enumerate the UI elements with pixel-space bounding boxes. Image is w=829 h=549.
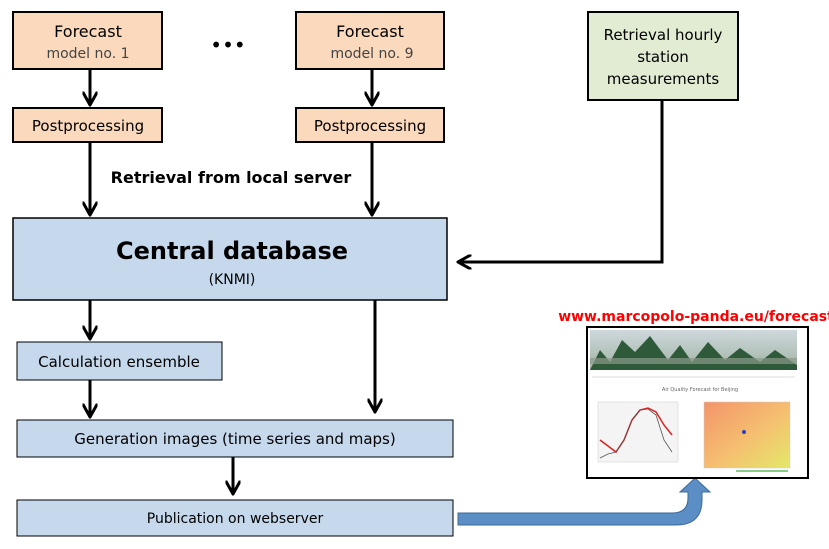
time-series-thumbnail bbox=[597, 401, 679, 463]
station-line-2: station bbox=[637, 48, 689, 66]
forecast-model-1-box: Forecast model no. 1 bbox=[12, 11, 163, 70]
forecast-model-1-subtitle: model no. 1 bbox=[46, 46, 129, 62]
forecast-model-1-title: Forecast bbox=[54, 22, 122, 41]
forecast-model-9-title: Forecast bbox=[336, 22, 404, 41]
station-line-1: Retrieval hourly bbox=[604, 26, 723, 44]
website-url[interactable]: www.marcopolo-panda.eu/forecast bbox=[558, 309, 829, 325]
retrieval-label: Retrieval from local server bbox=[111, 168, 352, 187]
forecast-model-9-box: Forecast model no. 9 bbox=[295, 11, 445, 70]
website-screenshot: Air Quality Forecast for Beijing bbox=[586, 326, 809, 479]
generation-label: Generation images (time series and maps) bbox=[74, 430, 395, 448]
central-db-title: Central database bbox=[116, 237, 348, 265]
calc-ensemble-label: Calculation ensemble bbox=[38, 353, 200, 371]
site-nav-bar bbox=[590, 358, 797, 364]
arrow-station-to-db bbox=[458, 100, 664, 262]
observed-line bbox=[599, 408, 673, 459]
flow-arrows bbox=[90, 69, 664, 494]
site-page-title: Air Quality Forecast for Beijing bbox=[662, 387, 738, 393]
station-line-3: measurements bbox=[607, 70, 720, 88]
map-thumbnail bbox=[703, 401, 791, 469]
forecast-model-9-subtitle: model no. 9 bbox=[330, 46, 413, 62]
calculation-ensemble-box: Calculation ensemble bbox=[16, 341, 223, 381]
map-colorbar bbox=[736, 470, 788, 472]
ellipsis: ••• bbox=[210, 33, 245, 57]
postprocessing-box-1: Postprocessing bbox=[12, 107, 163, 143]
postprocessing-label-1: Postprocessing bbox=[32, 117, 144, 135]
publish-arrow bbox=[457, 477, 712, 526]
publication-label: Publication on webserver bbox=[147, 511, 324, 527]
station-measurements-box: Retrieval hourly station measurements bbox=[587, 11, 739, 101]
central-db-subtitle: (KNMI) bbox=[209, 272, 256, 288]
map-marker-icon bbox=[742, 430, 746, 434]
postprocessing-box-9: Postprocessing bbox=[295, 107, 445, 143]
generation-images-box: Generation images (time series and maps) bbox=[16, 419, 454, 458]
postprocessing-label-9: Postprocessing bbox=[314, 117, 426, 135]
central-database-box: Central database (KNMI) bbox=[12, 217, 448, 301]
publication-box: Publication on webserver bbox=[16, 499, 454, 537]
